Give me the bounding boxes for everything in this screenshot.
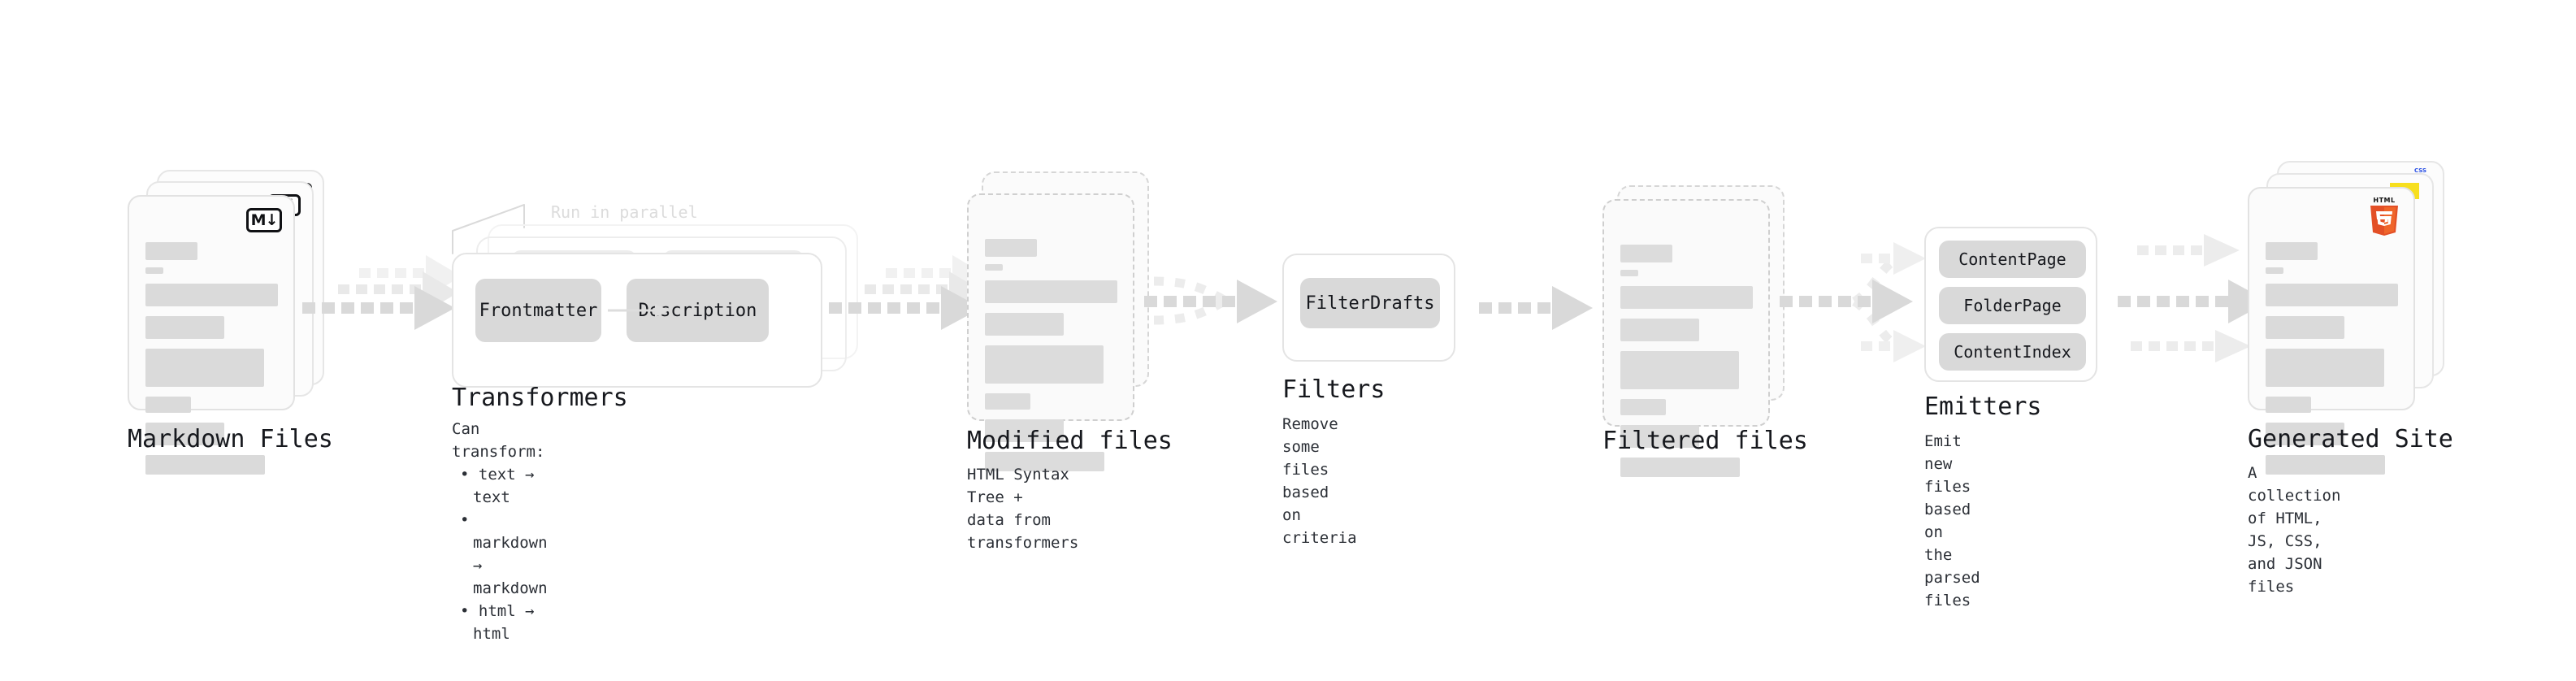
transform-list-item: • html → html	[460, 602, 535, 643]
emitter-pill-contentpage[interactable]: ContentPage	[1939, 241, 2086, 278]
content-line	[985, 280, 1117, 303]
content-line	[145, 284, 278, 306]
markdown-card-front: M↓	[128, 195, 295, 475]
connector-emitters-to-site	[2118, 234, 2269, 362]
connector-filters-to-filtered	[1479, 286, 1593, 330]
content-line	[145, 397, 191, 413]
content-line	[2266, 349, 2384, 387]
content-line	[2266, 455, 2385, 475]
content-line	[2266, 242, 2318, 260]
run-in-parallel-label: Run in parallel	[551, 202, 698, 222]
stage-subtitle-generated-site: A collection of HTML, JS, CSS, and JSON …	[2248, 464, 2341, 596]
svg-text:HTML: HTML	[2373, 197, 2395, 204]
content-line	[1620, 319, 1699, 341]
emitter-pill-contentindex[interactable]: ContentIndex	[1939, 333, 2086, 371]
connector-transformers-to-modified	[829, 255, 988, 330]
stage-title-filters: Filters	[1282, 375, 1386, 404]
modified-card-content	[985, 239, 1118, 479]
stage-title-modified-files: Modified files	[967, 427, 1173, 455]
content-line	[1620, 425, 1699, 448]
content-line	[1620, 286, 1753, 309]
transform-list-heading: Can transform:	[452, 420, 545, 461]
filters-box: FilterDrafts	[1282, 254, 1455, 362]
content-line	[1620, 351, 1739, 389]
filtered-card-front	[1602, 199, 1770, 477]
content-line	[2266, 423, 2344, 445]
content-line	[985, 345, 1104, 384]
run-in-parallel-bracket	[452, 204, 525, 254]
emitter-pill-folderpage[interactable]: FolderPage	[1939, 287, 2086, 324]
content-line	[985, 452, 1104, 471]
content-line	[145, 423, 224, 445]
transformer-inner-arrow	[608, 304, 670, 317]
stage-title-emitters: Emitters	[1924, 393, 2042, 421]
content-line	[2266, 316, 2344, 339]
connector-filtered-to-emitters	[1780, 242, 1926, 362]
content-line	[1620, 399, 1666, 415]
stage-subtitle-modified-files: HTML Syntax Tree + data from transformer…	[967, 466, 1079, 552]
modified-card-front	[967, 193, 1134, 471]
content-line	[985, 239, 1037, 257]
content-line	[145, 242, 197, 260]
connector-md-to-transformers	[302, 255, 462, 330]
content-line	[1620, 245, 1672, 262]
filter-pill-filterdrafts[interactable]: FilterDrafts	[1300, 278, 1440, 328]
stage-subtitle-emitters: Emit new files based on the parsed files	[1924, 432, 1980, 609]
content-line	[145, 455, 265, 475]
content-line	[985, 313, 1064, 336]
content-line	[2266, 284, 2398, 306]
content-line	[2266, 267, 2283, 274]
transformers-box-front: Frontmatter Description	[452, 253, 822, 388]
content-line	[145, 349, 264, 387]
html5-logo-icon: HTML	[2370, 197, 2398, 236]
content-line	[1620, 458, 1740, 477]
stage-title-filtered-files: Filtered files	[1602, 427, 1808, 455]
filtered-card-content	[1620, 245, 1754, 484]
content-line	[985, 264, 1003, 271]
transform-list-item: • text → text	[460, 466, 535, 506]
transformer-pill-frontmatter[interactable]: Frontmatter	[475, 279, 601, 342]
content-line	[145, 267, 163, 274]
transform-list-item: • markdown → markdown	[460, 511, 548, 597]
markdown-card-content	[145, 242, 279, 482]
stage-title-generated-site: Generated Site	[2248, 425, 2453, 453]
generated-card-front: HTML	[2248, 187, 2415, 475]
content-line	[2266, 397, 2311, 413]
css-logo-icon-label: CSS	[2413, 167, 2426, 174]
content-line	[145, 316, 224, 339]
stage-subtitle-transformers: Can transform: • text → text • markdown …	[452, 418, 548, 645]
emitters-box: ContentPage FolderPage ContentIndex	[1924, 227, 2097, 382]
content-line	[985, 393, 1030, 410]
markdown-logo-icon: M↓	[246, 208, 282, 232]
generated-card-content	[2266, 242, 2399, 482]
connector-modified-to-filters	[1144, 276, 1277, 325]
stage-subtitle-filters: Remove some files based on criteria	[1282, 415, 1357, 547]
content-line	[985, 419, 1064, 442]
stage-title-transformers: Transformers	[452, 384, 628, 412]
stage-title-markdown-files: Markdown Files	[128, 425, 333, 453]
content-line	[1620, 270, 1638, 276]
